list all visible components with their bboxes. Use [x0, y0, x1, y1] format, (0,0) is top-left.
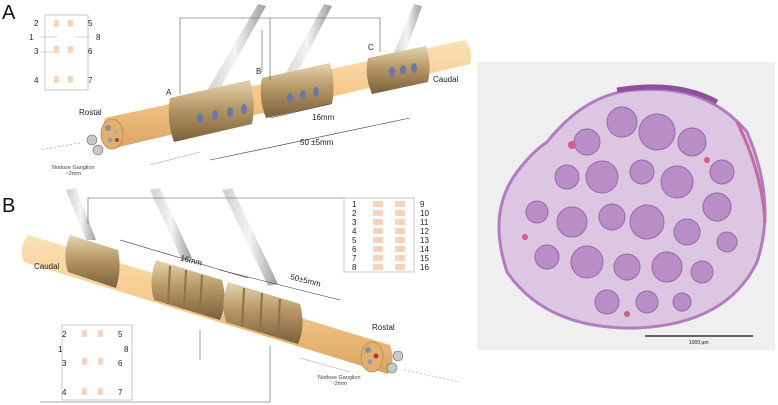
inset-b-pad	[373, 255, 383, 261]
inset-b-right-num: 12	[420, 227, 429, 236]
inset-a-pad	[54, 46, 59, 53]
inset-b-pad	[395, 264, 405, 270]
inset-a-num: 6	[88, 47, 93, 56]
b-ganglion-name: Nodose Ganglion	[318, 375, 361, 381]
b-ganglion-size: ~2mm	[331, 381, 347, 388]
inset-b-pad	[373, 246, 383, 252]
a-ganglion-name: Nodose Ganglion	[52, 165, 95, 171]
panel-label-a: A	[2, 2, 16, 24]
scale-bar-label: 1000 µm	[689, 340, 709, 346]
inset-b-left-num: 7	[352, 254, 357, 263]
lead-b2	[150, 188, 192, 260]
inset-a-pad	[54, 20, 59, 27]
cuff-b2	[151, 260, 225, 320]
a-rostal-label: Rostal	[79, 108, 102, 117]
inset-b-pad	[395, 210, 405, 216]
lead-a1	[204, 4, 266, 100]
inset-b-right-num: 16	[420, 263, 429, 272]
b-ganglion-label: Nodose Ganglion ~2mm	[318, 375, 361, 388]
inset-b-pad	[395, 201, 405, 207]
inset-b-left-num: 5	[352, 236, 357, 245]
inset-a-pad	[68, 76, 73, 83]
a-cuff-label-c: C	[368, 43, 374, 52]
inset-b-pad	[373, 210, 383, 216]
panel-label-b: B	[2, 195, 16, 217]
inset-b-right-num: 13	[420, 236, 429, 245]
inset-b-bottom-pad	[98, 388, 103, 395]
lead-b1	[66, 188, 96, 240]
inset-b-bottom-pad	[82, 358, 87, 365]
inset-b-left-num: 8	[352, 263, 357, 272]
cuff-a3	[366, 46, 430, 94]
inset-b-pad	[395, 219, 405, 225]
cuff-a1	[168, 80, 254, 142]
b-caudal-label: Caudal	[34, 262, 60, 271]
inset-b-left-num: 2	[352, 209, 357, 218]
nerve-end-b	[360, 341, 384, 373]
inset-b-bottom-pad	[98, 358, 103, 365]
inset-b-pad	[373, 219, 383, 225]
inset-b-bottom-num: 7	[118, 388, 123, 397]
inset-a-num: 7	[88, 76, 93, 85]
a-cuff-label-b: B	[256, 67, 262, 76]
inset-b-left-num: 3	[352, 218, 357, 227]
histology-panel: 1000 µm	[477, 62, 775, 350]
inset-b-pad	[373, 237, 383, 243]
inset-b-bottom-pad	[98, 330, 103, 337]
cuff-b3	[223, 282, 303, 344]
lead-b3	[222, 188, 278, 286]
inset-b-right-num: 15	[420, 254, 429, 263]
a-cuff-label-a: A	[166, 88, 172, 97]
inset-b-pad	[373, 201, 383, 207]
inset-b-pad	[395, 246, 405, 252]
a-length-label: 50 ±5mm	[300, 138, 334, 147]
inset-a-num: 8	[96, 33, 101, 42]
lead-a2	[282, 4, 332, 84]
inset-b-bottom-pad	[82, 388, 87, 395]
inset-b-pad	[373, 264, 383, 270]
inset-b-bottom-pad	[82, 330, 87, 337]
a-ganglion-label: Nodose Ganglion ~2mm	[52, 165, 95, 178]
inset-b-bottom	[61, 324, 133, 401]
inset-b-bottom-num: 1	[58, 345, 63, 354]
inset-b-pad	[373, 228, 383, 234]
inset-b-left-num: 1	[352, 200, 357, 209]
inset-b-bottom-num: 2	[62, 330, 67, 339]
inset-a	[44, 14, 89, 91]
lead-a3	[392, 4, 422, 62]
inset-b-bottom-num: 3	[62, 359, 67, 368]
inset-b-pad	[395, 237, 405, 243]
b-rostal-label: Rostal	[372, 323, 395, 332]
nerve-end-a	[100, 118, 124, 150]
a-spacing-label: 16mm	[312, 113, 335, 122]
inset-a-num: 5	[88, 19, 93, 28]
inset-a-pad	[68, 20, 73, 27]
inset-b-pad	[395, 228, 405, 234]
inset-b-bottom-num: 4	[62, 388, 67, 397]
inset-b-bottom-num: 5	[118, 330, 123, 339]
a-caudal-label: Caudal	[433, 75, 459, 84]
a-ganglion-size: ~2mm	[65, 171, 81, 178]
cuff-b1	[65, 235, 120, 288]
inset-b-right-num: 9	[420, 200, 425, 209]
inset-b-left-num: 6	[352, 245, 357, 254]
nerve-cross-section	[497, 84, 767, 337]
inset-a-num: 4	[34, 76, 39, 85]
inset-a-num: 2	[34, 19, 39, 28]
inset-b-left-num: 4	[352, 227, 357, 236]
inset-b-right-num: 14	[420, 245, 429, 254]
inset-b-bottom-num: 6	[118, 359, 123, 368]
inset-a-pad	[54, 76, 59, 83]
inset-a-num: 1	[29, 33, 34, 42]
inset-b-bottom-num: 8	[124, 345, 129, 354]
inset-b-right-num: 10	[420, 209, 429, 218]
inset-b-right-num: 11	[420, 218, 429, 227]
cuff-a2	[260, 63, 334, 118]
inset-a-num: 3	[34, 47, 39, 56]
inset-a-pad	[68, 46, 73, 53]
inset-b-pad	[395, 255, 405, 261]
